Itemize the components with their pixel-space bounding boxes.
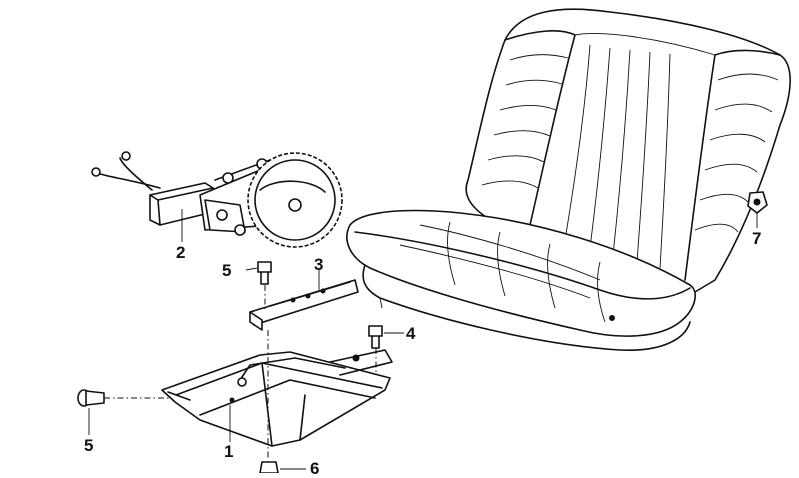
motor-part-2 xyxy=(91,151,343,248)
seat-illustration xyxy=(346,8,791,351)
nut-part-6 xyxy=(259,461,279,473)
nut-part-7 xyxy=(747,191,768,214)
rail-part-3 xyxy=(249,279,359,331)
callout-2: 2 xyxy=(176,243,186,262)
frame-part-1 xyxy=(161,349,393,447)
callout-6: 6 xyxy=(310,459,320,478)
callout-1: 1 xyxy=(224,442,234,461)
bolt-part-5-lower xyxy=(77,389,105,407)
callout-5-upper: 5 xyxy=(222,261,232,280)
callout-3: 3 xyxy=(314,255,324,274)
bolt-part-4 xyxy=(368,325,383,349)
assembly-guide-lines xyxy=(104,285,377,460)
bolt-part-5-upper xyxy=(257,261,272,285)
leader-lines xyxy=(88,209,758,470)
callout-5-lower: 5 xyxy=(84,436,94,455)
callout-7: 7 xyxy=(752,229,762,248)
callout-4: 4 xyxy=(406,324,416,343)
